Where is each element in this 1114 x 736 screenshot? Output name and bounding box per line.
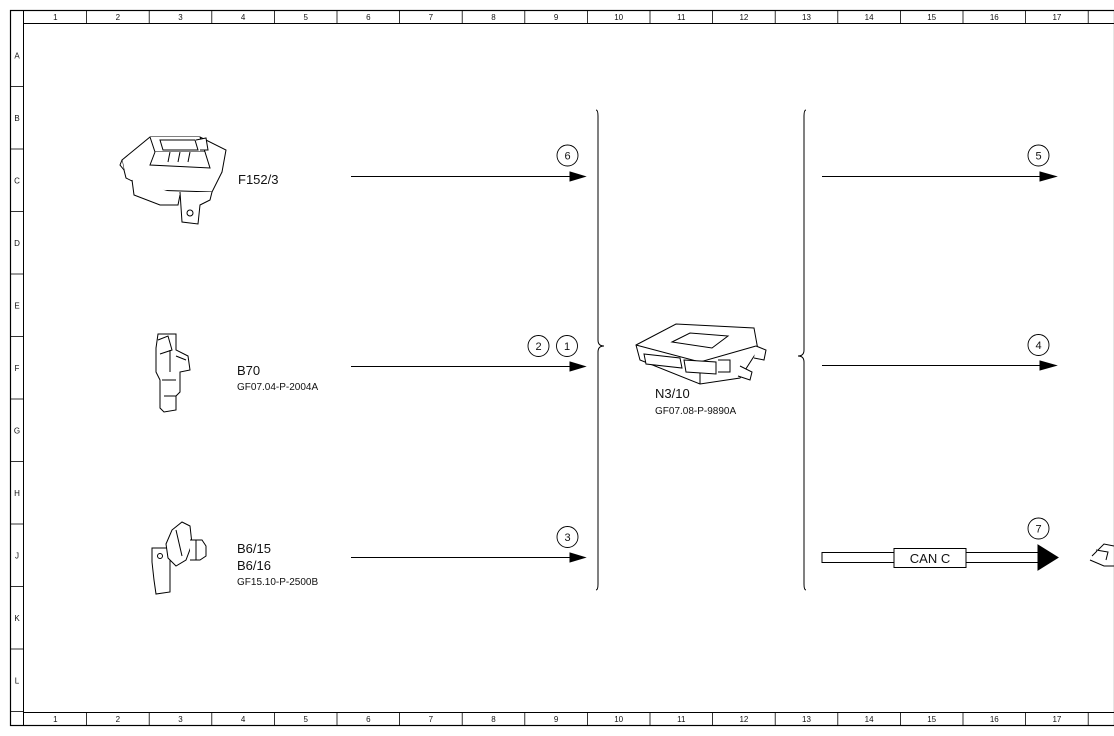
grid-row-label: A: [14, 51, 20, 60]
signal-6-number: 6: [564, 151, 570, 163]
crankshaft-sensor-icon: [155, 333, 191, 413]
grid-column-label-top: 1: [53, 13, 58, 22]
grid-column-label-bottom: 3: [178, 715, 183, 724]
grid-row-label: C: [14, 176, 20, 185]
arrowhead-out-5: [1039, 171, 1058, 182]
grid-column-label-bottom: 6: [366, 715, 371, 724]
can-bus-label: CAN C: [910, 551, 950, 566]
grid-column-label-bottom: 8: [491, 715, 496, 724]
grid-column-label-bottom: 13: [802, 715, 811, 724]
can-bus-arrowhead: [1037, 544, 1059, 571]
can-device-icon: [1089, 543, 1114, 567]
grid-row-labels: A B C D E F G H J K L: [14, 51, 20, 685]
signal-3-number: 3: [564, 532, 570, 544]
grid-column-label-bottom: 17: [1052, 715, 1061, 724]
can-bus-label-box: [893, 548, 967, 568]
grid-column-label-bottom: 11: [677, 715, 686, 724]
signal-2-number: 2: [535, 341, 541, 353]
grid-column-label-top: 6: [366, 13, 371, 22]
signal-1-number: 1: [564, 341, 570, 353]
camshaft-sensor-icon: [151, 521, 207, 595]
grid-column-label-top: 10: [614, 13, 623, 22]
signal-4-marker: 4: [1027, 334, 1050, 356]
grid-column-label-bottom: 4: [241, 715, 246, 724]
grid-column-label-top: 9: [554, 13, 559, 22]
grid-column-label-top: 2: [116, 13, 121, 22]
grid-column-label-bottom: 16: [990, 715, 999, 724]
grid-row-label: G: [14, 426, 20, 435]
n3-10-label: N3/10: [655, 386, 690, 401]
grid-column-label-bottom: 15: [927, 715, 936, 724]
grid-row-label: D: [14, 239, 20, 248]
signal-4-number: 4: [1035, 340, 1041, 352]
grid-column-label-top: 3: [178, 13, 183, 22]
grid-column-label-bottom: 1: [53, 715, 58, 724]
grid-column-label-top: 17: [1052, 13, 1061, 22]
can-bus: [821, 544, 1059, 571]
grid-column-label-bottom: 12: [739, 715, 748, 724]
grid-column-label-top: 16: [990, 13, 999, 22]
b6-16-label: B6/16: [237, 558, 271, 573]
grid-column-label-bottom: 14: [865, 715, 874, 724]
input-signal-arrows: [351, 171, 587, 563]
b6-ref: GF15.10-P-2500B: [237, 577, 318, 588]
grid-column-label-bottom: 2: [116, 715, 121, 724]
grid-column-label-top: 15: [927, 13, 936, 22]
grid-column-label-top: 8: [491, 13, 496, 22]
f152-label: F152/3: [238, 172, 278, 187]
grid-column-label-top: 7: [429, 13, 434, 22]
b70-ref: GF07.04-P-2004A: [237, 382, 318, 393]
signal-1-marker: 1: [556, 335, 578, 357]
grid-row-label: F: [15, 364, 20, 373]
grid-column-label-bottom: 5: [303, 715, 308, 724]
arrowhead-out-4: [1039, 360, 1058, 371]
signal-2-marker: 2: [527, 335, 550, 357]
signal-6-marker: 6: [556, 144, 579, 167]
grid-column-label-bottom: 10: [614, 715, 623, 724]
grid-column-label-top: 4: [241, 13, 246, 22]
grid-column-label-top: 5: [303, 13, 308, 22]
grid-column-label-bottom: 9: [554, 715, 559, 724]
signal-7-number: 7: [1035, 524, 1041, 536]
output-signal-arrows: [822, 171, 1058, 371]
signal-7-marker: 7: [1027, 517, 1050, 540]
grid-row-label: H: [14, 489, 20, 498]
signal-3-marker: 3: [556, 526, 579, 548]
arrowhead-f152: [569, 171, 587, 182]
grid-row-label: E: [14, 301, 19, 310]
arrowhead-b70: [569, 361, 587, 372]
grid-row-label: J: [15, 551, 19, 560]
grid-column-label-top: 13: [802, 13, 811, 22]
grid-ticks: [11, 11, 1089, 725]
grid-row-label: B: [14, 114, 19, 123]
grid-column-label-top: 14: [865, 13, 874, 22]
grid-row-label: K: [14, 614, 20, 623]
signal-5-marker: 5: [1027, 144, 1050, 167]
output-brace: [797, 109, 807, 591]
sheet-frame: [9, 9, 1114, 727]
input-brace: [595, 109, 605, 591]
grid-column-label-top: 12: [739, 13, 748, 22]
relay-module-icon: [119, 136, 227, 225]
engine-control-unit-icon: [635, 323, 767, 385]
signal-5-number: 5: [1035, 151, 1041, 163]
b6-15-label: B6/15: [237, 541, 271, 556]
b70-label: B70: [237, 363, 260, 378]
n3-10-ref: GF07.08-P-9890A: [655, 406, 736, 417]
grid-column-label-top: 11: [677, 13, 686, 22]
arrowhead-b6: [569, 552, 587, 563]
grid-row-label: L: [15, 676, 20, 685]
grid-column-label-bottom: 7: [429, 715, 434, 724]
